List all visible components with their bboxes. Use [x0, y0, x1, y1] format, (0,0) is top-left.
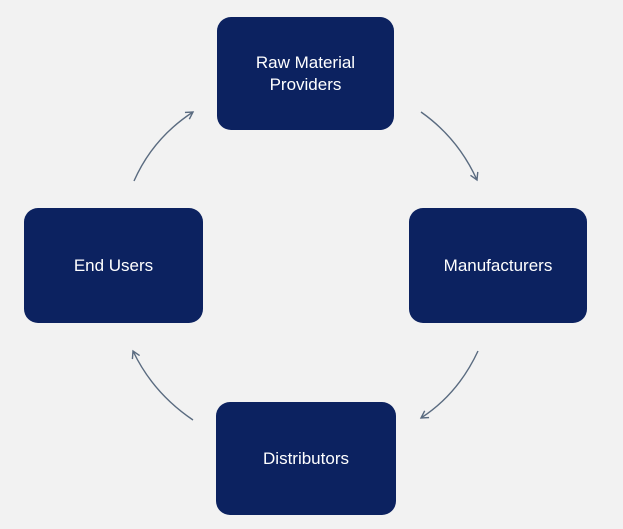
arrow-raw-to-manufacturers [420, 111, 479, 182]
node-end-users: End Users [24, 208, 203, 323]
node-distributors: Distributors [216, 402, 396, 515]
arrow-manufacturers-to-distributors [419, 350, 479, 419]
node-label: End Users [73, 255, 154, 275]
arrow-end-users-to-raw [133, 111, 195, 182]
node-raw-material-providers: Raw Material Providers [217, 17, 394, 130]
node-label: Raw Material Providers [255, 52, 356, 94]
node-label: Manufacturers [443, 255, 553, 275]
arrow-distributors-to-end-users [131, 349, 194, 421]
node-label: Distributors [263, 448, 349, 468]
node-manufacturers: Manufacturers [409, 208, 587, 323]
